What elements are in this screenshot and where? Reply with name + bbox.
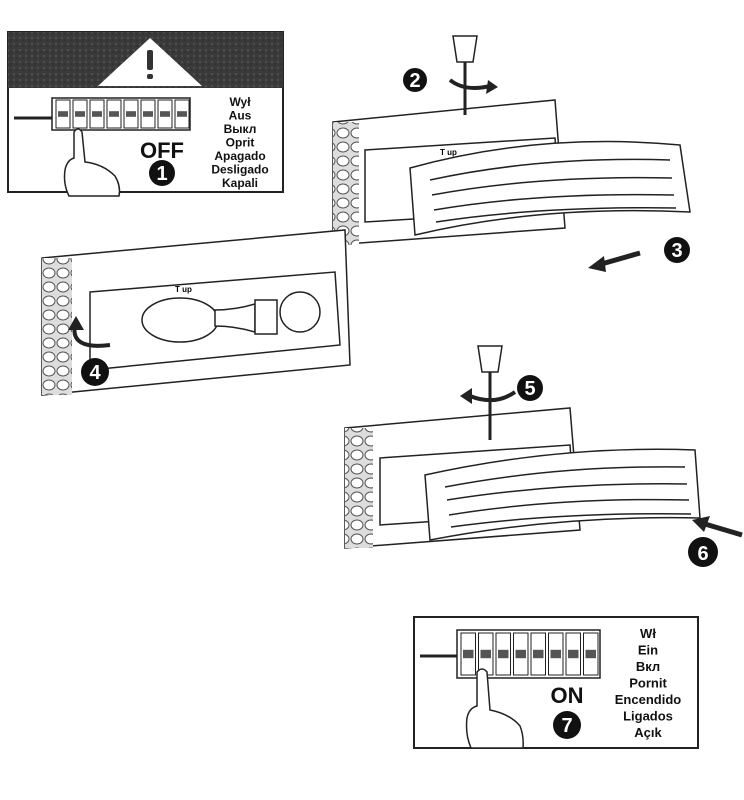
screwdriver-icon [452,35,478,115]
arrow-icon [704,521,743,538]
off-label: OFF [140,138,184,163]
on-label: ON [551,683,584,708]
bulb-icon [141,291,321,343]
step-number: 2 [409,70,420,92]
step-number: 7 [561,715,572,737]
fixture-label: T up [440,148,457,157]
step-number: 1 [156,163,167,185]
state-label: Wył [229,95,251,109]
state-label: Ein [638,643,658,658]
replace-bulb-diagram: T up 4 [41,229,351,396]
state-label: Wł [640,626,656,641]
step-number: 6 [697,543,708,565]
step-number: 5 [524,378,535,400]
state-label: Encendido [615,692,682,707]
panel-power-off: OFF 1 WyłAusВыклOpritApagadoDesligadoKap… [7,31,284,197]
remove-cover-diagram: T up 2 3 [332,35,691,272]
warning-icon [98,38,202,86]
step-badge-1 [149,160,175,186]
state-label: Oprit [226,136,255,150]
step-badge-2 [403,68,427,92]
state-label: Ligados [623,709,673,724]
arrow-icon [597,250,641,268]
state-label: Apagado [214,149,265,163]
hand-icon [63,128,121,197]
state-label: Выкл [224,122,257,136]
state-label: Aus [229,109,252,123]
state-label: Вкл [636,659,660,674]
rotate-arrow-icon [448,78,491,90]
step-badge-4 [81,358,109,386]
rotate-arrow-icon [469,390,517,403]
state-label: Pornit [629,676,667,691]
attach-cover-diagram: 5 6 [344,345,743,567]
state-label: Desligado [211,163,268,177]
hand-icon [465,668,524,749]
state-label: Açık [634,725,662,740]
step-badge-5 [517,375,543,401]
step-badge-6 [688,537,718,567]
breaker-switch-icon [420,629,601,679]
state-label: Kapali [222,176,258,190]
fixture-label: T up [175,285,192,294]
step-number: 3 [671,240,682,262]
screwdriver-icon [477,345,503,440]
step-badge-3 [664,237,690,263]
breaker-switch-icon [14,97,191,131]
step-badge-7 [553,711,581,739]
step-number: 4 [89,362,101,384]
